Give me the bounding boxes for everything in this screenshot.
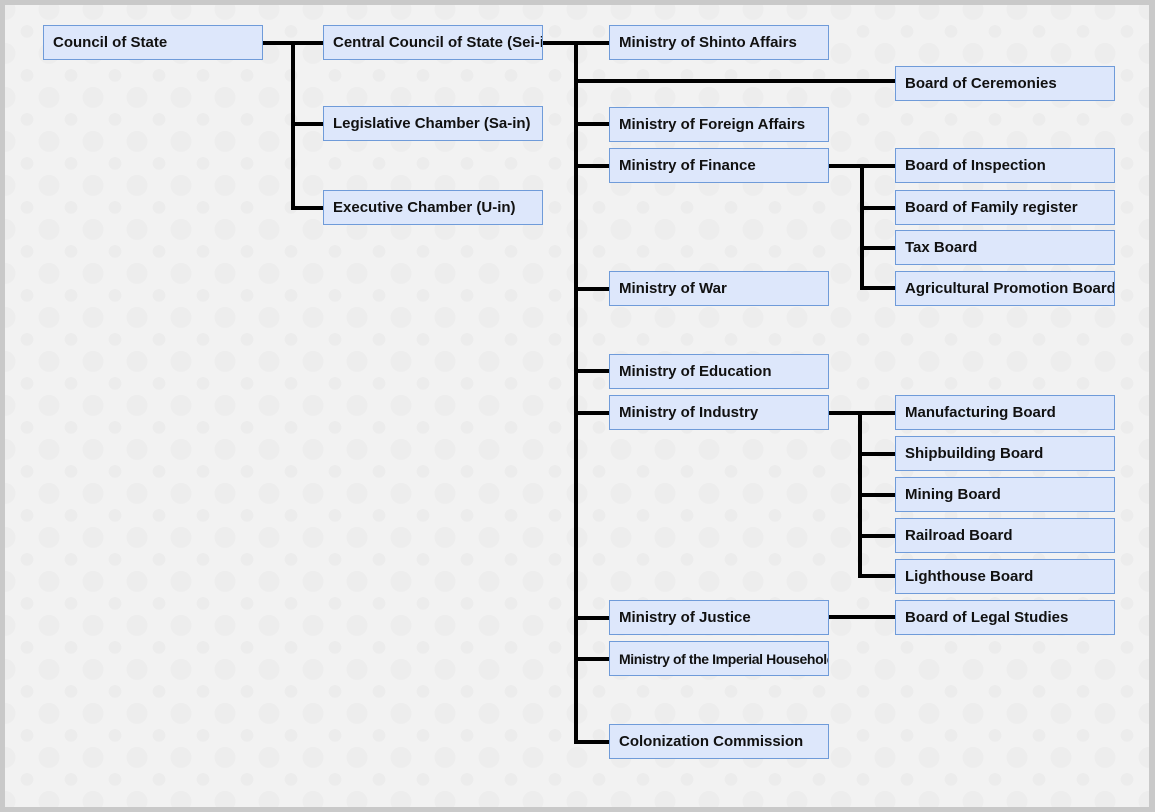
node-railroad-board: Railroad Board: [895, 518, 1115, 553]
org-chart: Council of State Central Council of Stat…: [5, 5, 1149, 807]
node-board-ceremonies: Board of Ceremonies: [895, 66, 1115, 101]
connector-lines: [261, 41, 897, 744]
node-board-legal-studies: Board of Legal Studies: [895, 600, 1115, 635]
node-board-family-register: Board of Family register: [895, 190, 1115, 225]
node-legislative-chamber: Legislative Chamber (Sa-in): [323, 106, 543, 141]
node-council-of-state: Council of State: [43, 25, 263, 60]
node-lighthouse-board: Lighthouse Board: [895, 559, 1115, 594]
node-agricultural-promotion-board: Agricultural Promotion Board: [895, 271, 1115, 306]
node-board-inspection: Board of Inspection: [895, 148, 1115, 183]
node-mining-board: Mining Board: [895, 477, 1115, 512]
node-ministry-justice: Ministry of Justice: [609, 600, 829, 635]
node-ministry-war: Ministry of War: [609, 271, 829, 306]
node-ministry-imperial-household: Ministry of the Imperial Household: [609, 641, 829, 676]
node-ministry-foreign: Ministry of Foreign Affairs: [609, 107, 829, 142]
node-ministry-industry: Ministry of Industry: [609, 395, 829, 430]
node-executive-chamber: Executive Chamber (U-in): [323, 190, 543, 225]
node-ministry-education: Ministry of Education: [609, 354, 829, 389]
node-colonization-commission: Colonization Commission: [609, 724, 829, 759]
node-central-council: Central Council of State (Sei-in): [323, 25, 543, 60]
node-tax-board: Tax Board: [895, 230, 1115, 265]
node-ministry-shinto: Ministry of Shinto Affairs: [609, 25, 829, 60]
node-shipbuilding-board: Shipbuilding Board: [895, 436, 1115, 471]
node-ministry-finance: Ministry of Finance: [609, 148, 829, 183]
node-manufacturing-board: Manufacturing Board: [895, 395, 1115, 430]
